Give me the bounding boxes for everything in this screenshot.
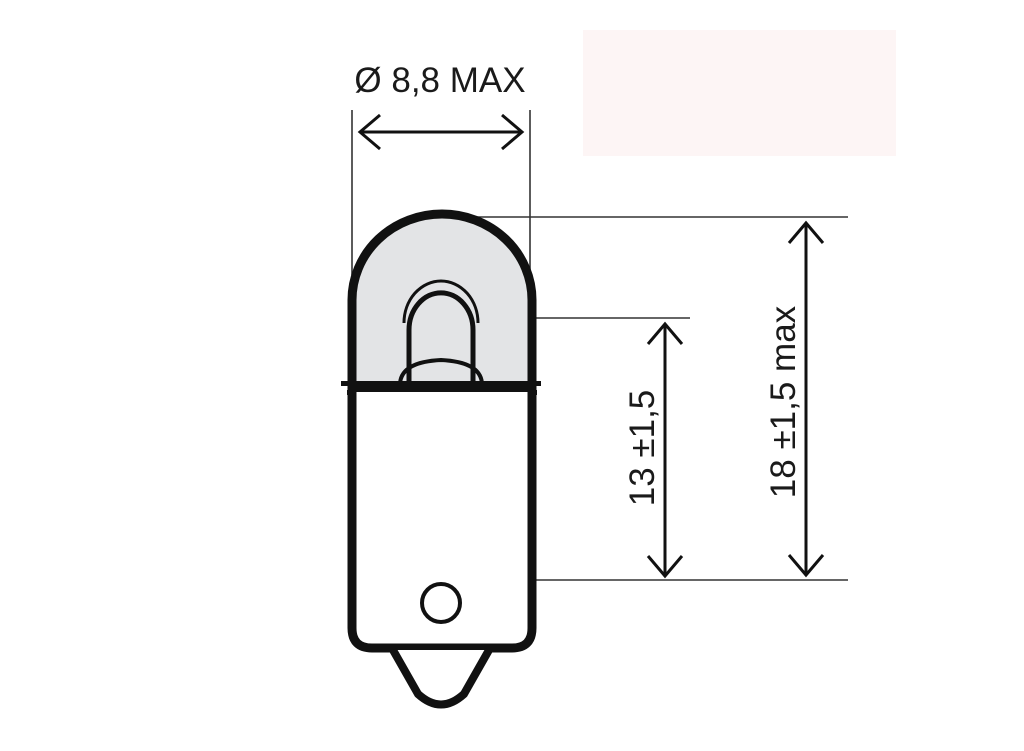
overall-length-dimension-arrow [787,220,825,578]
diameter-dimension-arrow [357,113,525,151]
light-center-dimension-arrow [646,321,684,579]
metal-base [347,392,537,653]
background-patch [583,30,896,156]
overall-length-label: 18 ±1,5 max [764,305,803,498]
contact-tip [389,648,493,709]
light-center-label: 13 ±1,5 [623,390,662,507]
filament [398,279,484,386]
diameter-label: Ø 8,8 MAX [354,61,525,100]
bayonet-pin [420,582,462,624]
glass-bulb [347,209,537,392]
